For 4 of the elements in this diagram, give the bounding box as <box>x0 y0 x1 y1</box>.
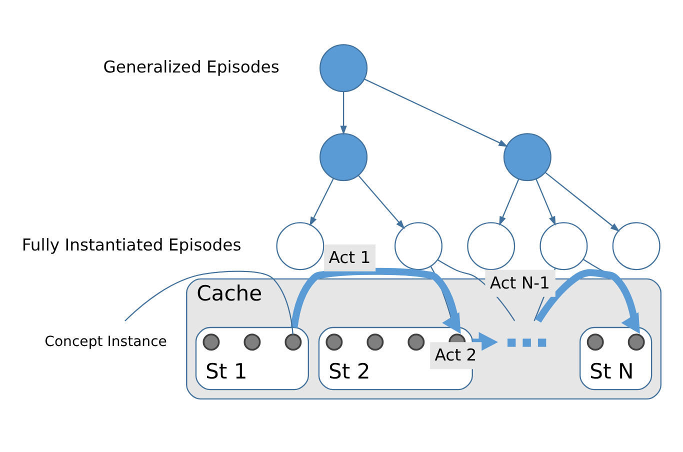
label: Generalized Episodes <box>103 56 280 76</box>
node-text: Concept Instance <box>44 333 167 350</box>
label: Fully Instantiated Episodes <box>22 234 242 254</box>
edge-label: Act 1 <box>328 247 371 266</box>
